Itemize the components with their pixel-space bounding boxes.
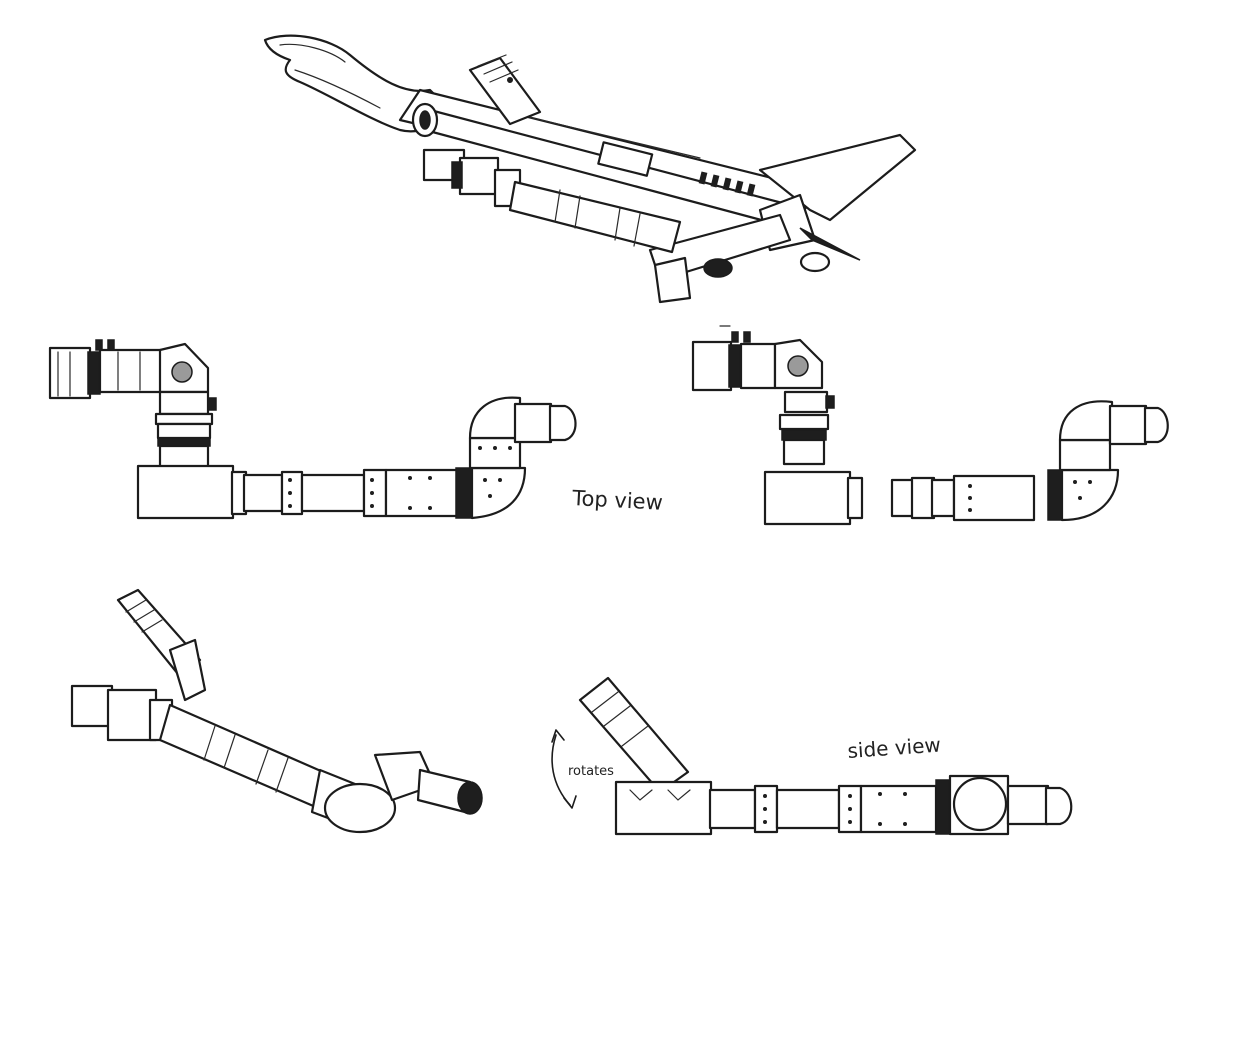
crossbow-perspective-sketch	[263, 34, 917, 304]
label-rotates: rotates	[568, 764, 614, 779]
scope-top-view-exploded	[691, 325, 1169, 526]
scope-perspective-sketch	[70, 588, 483, 834]
scope-side-view-sketch	[551, 676, 1073, 836]
label-top-view: Top view	[571, 486, 664, 515]
label-side-view: side view	[847, 733, 942, 763]
scope-top-view-assembled	[48, 339, 577, 520]
